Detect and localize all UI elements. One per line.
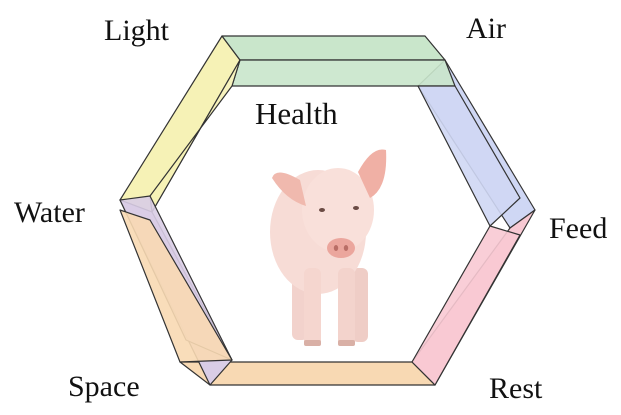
factor-label-light: Light [104, 14, 169, 48]
air-band [222, 36, 445, 60]
air-inner-strip [232, 60, 455, 86]
pig-illustration [270, 149, 386, 346]
light-band [120, 36, 240, 212]
factor-label-space: Space [68, 370, 140, 404]
space-inner-strip [120, 210, 232, 362]
factor-label-feed: Feed [549, 212, 607, 246]
factor-label-air: Air [466, 12, 506, 46]
factor-label-water: Water [14, 196, 85, 230]
factor-label-rest: Rest [489, 372, 542, 406]
center-label-health: Health [255, 96, 338, 132]
rest-inner-strip [412, 226, 520, 385]
